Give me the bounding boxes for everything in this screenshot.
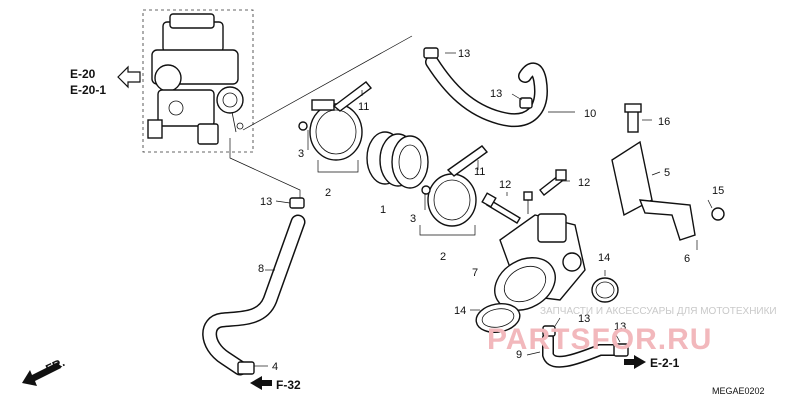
callout-15: 15 bbox=[712, 185, 724, 197]
callout-2: 2 bbox=[440, 251, 446, 263]
reference-f32: F-32 bbox=[250, 376, 301, 392]
watermark-text: ЗАПЧАСТИ И АКСЕССУАРЫ ДЛЯ МОТОТЕХНИКИ bbox=[540, 306, 777, 317]
filled-arrow-right-icon bbox=[624, 355, 646, 369]
front-label: FR. bbox=[43, 355, 66, 376]
callout-12: 12 bbox=[578, 177, 590, 189]
callout-12: 12 bbox=[499, 179, 511, 191]
callout-8: 8 bbox=[258, 263, 264, 275]
hose-8 bbox=[202, 197, 306, 376]
callout-11: 11 bbox=[474, 166, 485, 178]
hose-9 bbox=[542, 325, 629, 368]
intake-boot bbox=[366, 131, 429, 189]
front-arrow-icon bbox=[22, 362, 61, 386]
callout-13: 13 bbox=[490, 88, 502, 100]
callout-14: 14 bbox=[598, 252, 610, 264]
bolt-12-a bbox=[481, 192, 521, 224]
hose-10 bbox=[423, 47, 548, 127]
callout-7: 7 bbox=[472, 267, 478, 279]
callout-13: 13 bbox=[458, 48, 470, 60]
reference-e2-1: E-2-1 bbox=[624, 355, 680, 370]
callout-4: 4 bbox=[272, 361, 278, 373]
callout-2: 2 bbox=[325, 187, 331, 199]
callout-11: 11 bbox=[358, 101, 369, 113]
callout-5: 5 bbox=[664, 167, 670, 179]
callout-14: 14 bbox=[454, 305, 466, 317]
filled-arrow-left-icon bbox=[250, 376, 272, 390]
callout-13: 13 bbox=[260, 196, 272, 208]
clamp-lower bbox=[421, 145, 489, 227]
ref-e2-1-label: E-2-1 bbox=[650, 356, 680, 370]
clamp-upper bbox=[298, 81, 373, 161]
callout-3: 3 bbox=[410, 213, 416, 225]
callout-6: 6 bbox=[684, 253, 690, 265]
callout-9: 9 bbox=[516, 349, 522, 361]
callout-3: 3 bbox=[298, 148, 304, 160]
watermark-logo: PARTSFOR.RU bbox=[487, 323, 712, 356]
ref-f32-label: F-32 bbox=[276, 378, 301, 392]
ref-e20-label: E-20 bbox=[70, 67, 96, 81]
callout-10: 10 bbox=[584, 108, 596, 120]
bolt-12-b bbox=[539, 169, 567, 196]
callout-1: 1 bbox=[380, 204, 386, 216]
diagram-code: MEGAE0202 bbox=[712, 386, 765, 396]
callout-13: 13 bbox=[614, 321, 626, 333]
ref-e20-1-label: E-20-1 bbox=[70, 83, 106, 97]
front-direction-indicator: FR. bbox=[22, 355, 67, 386]
watermark: ЗАПЧАСТИ И АКСЕССУАРЫ ДЛЯ МОТОТЕХНИКИ PA… bbox=[487, 306, 777, 356]
gasket-14-lower bbox=[475, 302, 521, 334]
hollow-arrow-left-icon bbox=[117, 65, 141, 89]
carburetor-assembly bbox=[142, 9, 254, 153]
callout-16: 16 bbox=[658, 116, 670, 128]
callout-13: 13 bbox=[578, 313, 590, 325]
callout-labels: 13 13 10 11 3 2 1 11 3 2 12 12 16 5 15 6… bbox=[258, 48, 724, 373]
intake-joint-body bbox=[494, 191, 586, 311]
bracket-5-6 bbox=[611, 103, 725, 241]
reference-e20: E-20 E-20-1 bbox=[70, 65, 141, 97]
